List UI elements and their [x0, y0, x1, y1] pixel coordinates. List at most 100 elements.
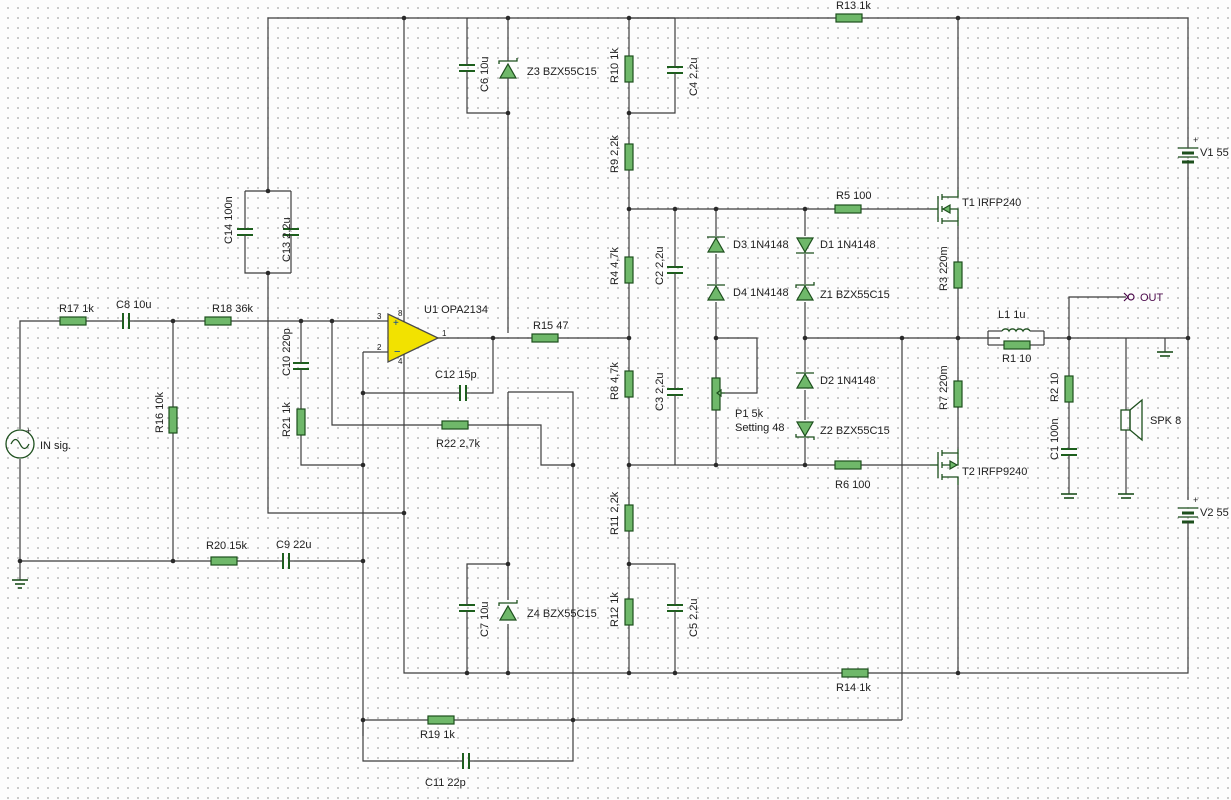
- label-r17: R17 1k: [59, 303, 94, 315]
- zener-z1[interactable]: [795, 282, 815, 301]
- label-v1: V1 55: [1200, 147, 1229, 159]
- capacitor-c10[interactable]: [293, 358, 309, 374]
- svg-text:+: +: [26, 426, 31, 436]
- battery-v1-polarity: +: [1193, 135, 1198, 145]
- capacitor-c14[interactable]: [237, 224, 253, 240]
- label-source: IN sig.: [40, 440, 71, 452]
- zener-z3[interactable]: [498, 56, 518, 80]
- label-c6: C6 10u: [479, 57, 491, 92]
- opamp-pin-4: 4: [398, 357, 403, 366]
- capacitor-c7[interactable]: [459, 600, 475, 616]
- label-r20: R20 15k: [206, 540, 247, 552]
- diode-d1[interactable]: [795, 237, 815, 254]
- label-z4: Z4 BZX55C15: [527, 608, 597, 620]
- capacitor-c13[interactable]: [283, 224, 299, 240]
- label-c7: C7 10u: [479, 602, 491, 637]
- label-r4: R4 4,7k: [609, 247, 621, 285]
- resistor-r9[interactable]: [624, 143, 634, 171]
- label-r15: R15 47: [533, 320, 568, 332]
- label-r7: R7 220m: [938, 365, 950, 410]
- resistor-r5[interactable]: [834, 204, 862, 214]
- capacitor-c3[interactable]: [667, 384, 683, 400]
- resistor-r17[interactable]: [59, 316, 87, 326]
- resistor-r15[interactable]: [531, 333, 559, 343]
- ground-symbol: [1061, 493, 1077, 499]
- capacitor-c1[interactable]: [1061, 444, 1077, 460]
- label-r19: R19 1k: [420, 729, 455, 741]
- capacitor-c6[interactable]: [459, 60, 475, 76]
- resistor-r12[interactable]: [624, 598, 634, 626]
- resistor-r7[interactable]: [953, 380, 963, 408]
- label-r12: R12 1k: [609, 592, 621, 627]
- label-d3: D3 1N4148: [733, 239, 789, 251]
- resistor-r20[interactable]: [210, 556, 238, 566]
- resistor-r18[interactable]: [204, 316, 232, 326]
- resistor-r8[interactable]: [624, 370, 634, 398]
- label-r3: R3 220m: [938, 246, 950, 291]
- potentiometer-p1[interactable]: [711, 377, 725, 411]
- label-c8: C8 10u: [116, 299, 151, 311]
- mosfet-t1[interactable]: [930, 190, 959, 226]
- capacitor-c4[interactable]: [667, 62, 683, 78]
- label-r8: R8 4,7k: [609, 362, 621, 400]
- resistor-r14[interactable]: [841, 668, 869, 678]
- diode-d3[interactable]: [706, 236, 726, 253]
- label-c12: C12 15p: [435, 369, 477, 381]
- capacitor-c11[interactable]: [458, 753, 474, 769]
- ground-symbol: [12, 579, 28, 589]
- resistor-r16[interactable]: [168, 406, 178, 434]
- battery-v2[interactable]: [1178, 507, 1198, 524]
- capacitor-c2[interactable]: [667, 262, 683, 278]
- diode-d4[interactable]: [706, 284, 726, 301]
- battery-v1[interactable]: [1178, 136, 1198, 164]
- svg-text:+: +: [393, 318, 399, 329]
- label-r11: R11 2,2k: [609, 491, 621, 535]
- label-c11: C11 22p: [425, 777, 466, 789]
- opamp-pin-3: 3: [377, 312, 382, 321]
- resistor-r19[interactable]: [427, 715, 455, 725]
- resistor-r3[interactable]: [953, 261, 963, 289]
- capacitor-c12[interactable]: [455, 385, 471, 401]
- resistor-r4[interactable]: [624, 256, 634, 284]
- opamp-u1[interactable]: + −: [380, 312, 440, 364]
- resistor-r11[interactable]: [624, 504, 634, 532]
- speaker-spk[interactable]: [1120, 398, 1143, 442]
- resistor-r13[interactable]: [835, 13, 863, 23]
- label-r5: R5 100: [836, 190, 871, 202]
- junctions: [17, 15, 1191, 723]
- svg-text:−: −: [394, 346, 400, 358]
- label-c1: C1 100n: [1049, 418, 1061, 460]
- signal-source[interactable]: +: [5, 426, 35, 459]
- label-r14: R14 1k: [836, 682, 871, 694]
- label-d1: D1 1N4148: [820, 239, 876, 251]
- resistor-r10[interactable]: [624, 55, 634, 83]
- label-r21: R21 1k: [281, 402, 293, 437]
- output-terminal[interactable]: [1123, 292, 1135, 302]
- label-c13: C13 2,2u: [281, 217, 293, 262]
- opamp-pin-8: 8: [398, 309, 403, 318]
- label-d4: D4 1N4148: [733, 287, 789, 299]
- resistor-r2[interactable]: [1064, 375, 1074, 403]
- label-p1: P1 5k: [735, 408, 764, 420]
- label-z1: Z1 BZX55C15: [820, 289, 890, 301]
- capacitor-c9[interactable]: [278, 553, 294, 569]
- label-r1: R1 10: [1002, 353, 1031, 365]
- zener-z2[interactable]: [795, 421, 815, 440]
- label-t1: T1 IRFP240: [962, 197, 1021, 209]
- label-v2: V2 55: [1200, 507, 1229, 519]
- mosfet-t2[interactable]: [930, 449, 959, 485]
- label-c4: C4 2,2u: [688, 57, 700, 96]
- capacitor-c5[interactable]: [667, 600, 683, 616]
- label-out: OUT: [1140, 292, 1164, 304]
- capacitor-c8[interactable]: [118, 313, 134, 329]
- resistor-r1[interactable]: [1003, 340, 1031, 350]
- zener-z4[interactable]: [498, 600, 518, 621]
- diode-d2[interactable]: [795, 372, 815, 389]
- label-r13: R13 1k: [836, 0, 871, 12]
- resistor-r6[interactable]: [834, 460, 862, 470]
- resistor-r21[interactable]: [296, 408, 306, 436]
- resistor-r22[interactable]: [441, 420, 469, 430]
- label-p1-setting: Setting 48: [735, 422, 785, 434]
- label-r16: R16 10k: [154, 392, 166, 433]
- inductor-l1[interactable]: [1001, 328, 1031, 333]
